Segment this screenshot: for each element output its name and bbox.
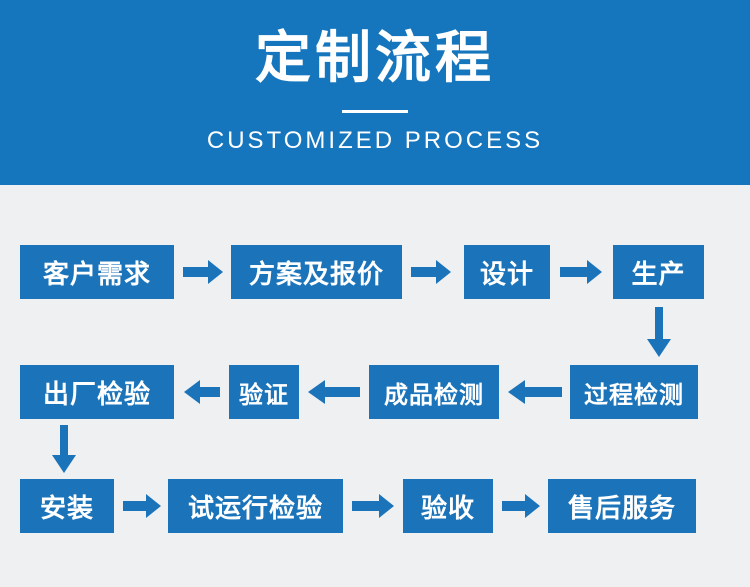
arrow-right-icon-n9-n10	[123, 494, 161, 518]
arrow-left-icon-n5-n6	[508, 380, 562, 404]
flow-node-trial-run-inspection[interactable]: 试运行检验	[168, 479, 343, 533]
flow-node-production[interactable]: 生产	[613, 245, 704, 299]
flow-node-verification[interactable]: 验证	[229, 365, 299, 419]
arrow-right-icon-n3-n4	[560, 260, 602, 284]
header-banner: 定制流程 CUSTOMIZED PROCESS	[0, 0, 750, 185]
process-flow-diagram: 客户需求 方案及报价 设计 生产 过程检测 成品检测 验证 出厂检验 安装 试运…	[0, 185, 750, 587]
arrow-left-icon-n6-n7	[308, 380, 360, 404]
arrow-right-icon-n11-n12	[502, 494, 540, 518]
arrow-right-icon-n10-n11	[352, 494, 394, 518]
flow-node-installation[interactable]: 安装	[20, 479, 114, 533]
flow-node-process-inspection[interactable]: 过程检测	[570, 365, 698, 419]
arrow-left-icon-n7-n8	[184, 380, 220, 404]
arrow-right-icon-n2-n3	[411, 260, 451, 284]
flow-node-plan-and-quotation[interactable]: 方案及报价	[231, 245, 402, 299]
arrow-down-icon-n8-n9	[52, 425, 76, 473]
page-title: 定制流程	[255, 26, 495, 91]
flow-node-customer-requirement[interactable]: 客户需求	[20, 245, 174, 299]
page-subtitle: CUSTOMIZED PROCESS	[206, 127, 544, 154]
flow-node-factory-inspection[interactable]: 出厂检验	[20, 365, 174, 419]
title-divider	[342, 110, 408, 113]
flow-node-finished-product-inspection[interactable]: 成品检测	[369, 365, 499, 419]
flow-node-acceptance[interactable]: 验收	[403, 479, 493, 533]
arrow-right-icon-n1-n2	[183, 260, 223, 284]
arrow-down-icon-n4-n5	[647, 307, 671, 357]
flow-node-design[interactable]: 设计	[464, 245, 550, 299]
flow-node-after-sales-service[interactable]: 售后服务	[548, 479, 696, 533]
